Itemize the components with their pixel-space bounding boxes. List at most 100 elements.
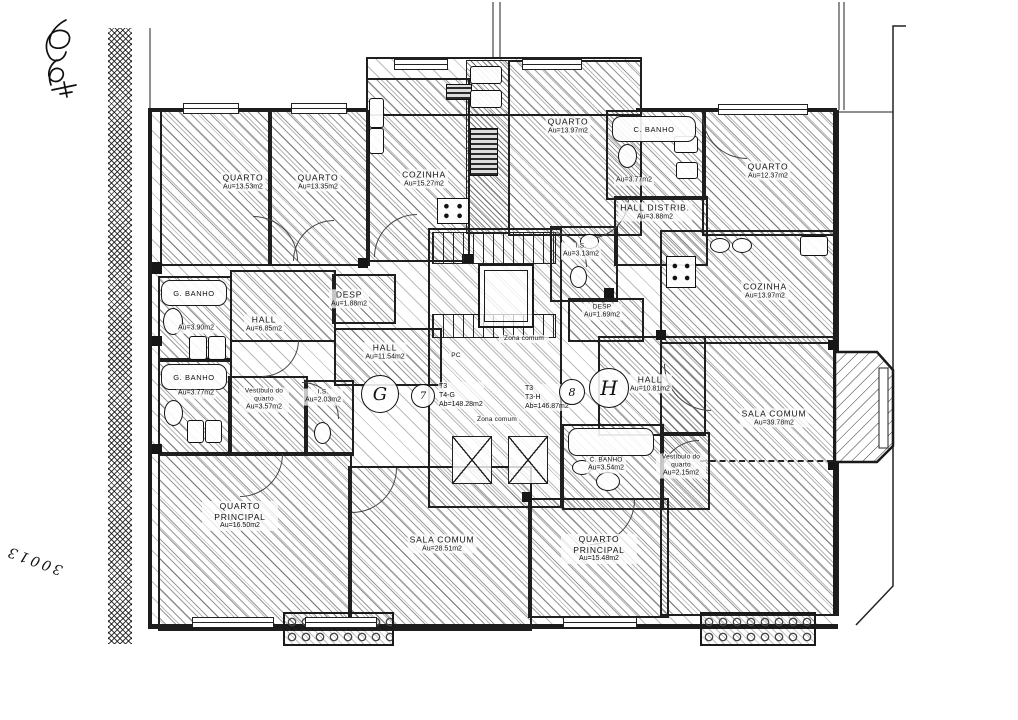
unit-type-alt: T3 xyxy=(439,383,448,390)
room-name: QUARTO xyxy=(297,172,339,183)
vent-grille xyxy=(446,84,472,100)
toilet-icon xyxy=(570,266,587,288)
stair-flight-upper xyxy=(432,232,556,264)
room-area: Au=16.50m2 xyxy=(220,522,260,530)
room-area: Au=3.77m2 xyxy=(616,176,652,184)
room-area: Au=3.57m2 xyxy=(246,403,282,411)
room-name: DESP xyxy=(335,289,363,300)
label-g-is: I.S. Au=2.03m2 xyxy=(303,388,343,406)
label-h-c-banho-area: Au=3.77m2 xyxy=(614,176,654,186)
column xyxy=(152,444,162,454)
meter-cabinet xyxy=(470,66,502,84)
unit-type-alt: T3 xyxy=(525,385,534,392)
room-name: QUARTO xyxy=(747,161,789,172)
label-g-desp: DESP Au=1.88m2 xyxy=(329,289,369,309)
room-area: Au=3.90m2 xyxy=(178,324,214,332)
column xyxy=(522,492,532,502)
label-zona-comum-upper: Zona comum xyxy=(499,334,549,344)
column xyxy=(656,330,666,340)
bathtub-g-banho-2: G. BANHO xyxy=(161,364,227,390)
window-g-quarto-principal xyxy=(192,617,274,628)
unit-g-number-badge: 7 xyxy=(411,384,435,408)
party-wall-hatch xyxy=(108,28,132,644)
stove-icon-g xyxy=(437,198,469,224)
bathtub-h-c-banho: C. BANHO xyxy=(612,116,696,142)
toilet-icon xyxy=(189,336,207,360)
label-h-desp: DESP Au=1.69m2 xyxy=(582,303,622,321)
outer-wall-bottom xyxy=(148,624,838,629)
bathtub-h-banho xyxy=(568,428,654,456)
unit-g-designation: T3 T4-G Ab=148.28m2 xyxy=(438,382,484,410)
label-g-quarto-2: QUARTO Au=13.35m2 xyxy=(295,172,341,192)
window-h-quarto-top xyxy=(522,59,582,70)
label-zona-comum-lower: Zona comum xyxy=(475,415,519,425)
room-area: Au=12.37m2 xyxy=(748,171,788,179)
label-h-banho: C. BANHO Au=3.54m2 xyxy=(586,456,626,474)
sink-icon xyxy=(618,144,637,168)
label-g-quarto-1: QUARTO Au=13.53m2 xyxy=(220,172,266,192)
room-name: Vestíbulo do quarto xyxy=(244,387,284,403)
room-name: QUARTO xyxy=(222,172,264,183)
room-area: Au=28.51m2 xyxy=(422,544,462,552)
column xyxy=(358,258,368,268)
room-name: HALL xyxy=(372,342,398,353)
room-name: COZINHA xyxy=(743,281,787,292)
label-h-hall-distrib: HALL DISTRIB. Au=3.88m2 xyxy=(618,202,692,222)
balcony-right xyxy=(700,612,816,646)
meter-cabinet xyxy=(470,90,502,108)
label-g-sala-comum: SALA COMUM Au=28.51m2 xyxy=(407,534,477,554)
label-h-quarto-right: QUARTO Au=12.37m2 xyxy=(745,161,791,181)
room-g-quarto-principal xyxy=(158,452,352,631)
window-g-quarto-2 xyxy=(291,103,347,114)
unit-h-number-badge: 8 xyxy=(559,379,585,405)
window-tower-left xyxy=(394,59,448,70)
duct-shaft-left xyxy=(452,436,492,484)
room-area: Au=3.54m2 xyxy=(588,464,624,472)
room-area: Au=1.88m2 xyxy=(331,299,367,307)
column xyxy=(604,288,614,298)
bathtub-g-banho-1: G. BANHO xyxy=(161,280,227,306)
room-name: C. BANHO xyxy=(633,124,675,134)
handwritten-page-number: 30013 xyxy=(3,542,65,578)
room-area: Au=3.77m2 xyxy=(178,389,214,397)
room-name: I.S. xyxy=(575,242,587,250)
label-g-hall-upper: HALL Au=6.85m2 xyxy=(244,314,284,334)
room-name: SALA COMUM xyxy=(409,534,475,545)
room-area: Au=13.35m2 xyxy=(298,182,338,190)
room-area: Au=1.69m2 xyxy=(584,311,620,319)
unit-gross-area: Ab=146.87m2 xyxy=(525,403,569,411)
utility-meter-box xyxy=(470,128,498,176)
column xyxy=(828,340,838,350)
room-area: Au=6.85m2 xyxy=(246,324,282,332)
room-name: G. BANHO xyxy=(173,288,215,298)
toilet-icon xyxy=(187,420,204,443)
window-h-quarto-right xyxy=(718,104,808,115)
room-name: DESP xyxy=(592,303,612,311)
elevator-shaft xyxy=(478,264,534,328)
label-g-banho-2-area: Au=3.77m2 xyxy=(176,389,216,399)
bidet-icon xyxy=(205,420,222,443)
label-h-cozinha: COZINHA Au=13.97m2 xyxy=(741,281,789,301)
toilet-icon xyxy=(314,422,331,444)
kitchen-sink-icon xyxy=(710,238,730,253)
room-name: SALA COMUM xyxy=(741,408,807,419)
label-h-quarto-top: QUARTO Au=13.97m2 xyxy=(545,116,591,136)
room-area: Au=11.54m2 xyxy=(365,352,405,360)
room-name: HALL xyxy=(637,374,663,385)
label-h-hall: HALL Au=10.81m2 xyxy=(628,374,672,394)
bidet-icon xyxy=(676,162,698,179)
label-h-quarto-principal: QUARTO PRINCIPAL Au=15.48m2 xyxy=(561,534,637,564)
site-boundary-line xyxy=(837,25,906,626)
window-h-quarto-principal xyxy=(563,617,637,628)
label-h-is: I.S. Au=3.13m2 xyxy=(561,242,601,260)
room-name: Vestíbulo do quarto xyxy=(661,453,701,469)
room-area: Au=13.97m2 xyxy=(745,291,785,299)
room-area: Au=3.13m2 xyxy=(563,250,599,258)
dashed-line-sala xyxy=(700,460,833,462)
room-area: Au=39.78m2 xyxy=(754,418,794,426)
room-area: Au=2.03m2 xyxy=(305,396,341,404)
room-area: Au=15.27m2 xyxy=(404,179,444,187)
unit-type: T3-H xyxy=(525,394,541,402)
room-name: QUARTO PRINCIPAL xyxy=(214,501,266,522)
room-name: HALL DISTRIB. xyxy=(620,202,690,213)
